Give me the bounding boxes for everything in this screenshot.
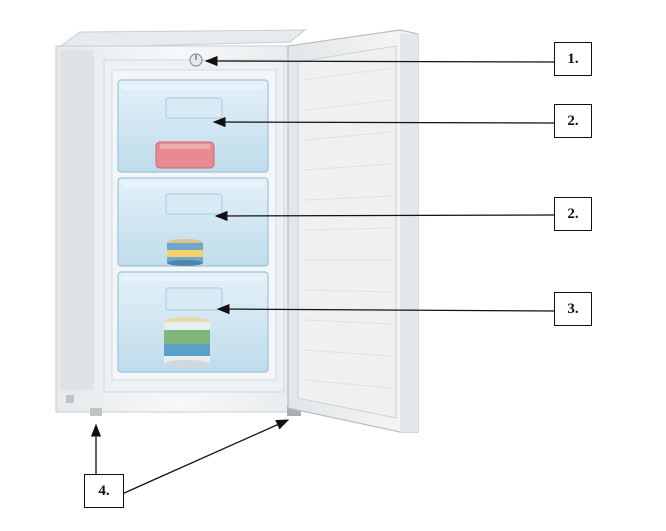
leader-1 (204, 55, 555, 67)
ice-cream-tub-small (167, 239, 203, 266)
drawer-top (117, 79, 269, 173)
leader-4b (121, 419, 290, 495)
leader-2b (214, 210, 555, 222)
callout-3: 3. (554, 292, 592, 326)
feet (66, 395, 301, 416)
drawer-bottom (117, 271, 269, 373)
open-door (287, 29, 419, 433)
ice-pack-brick (155, 141, 215, 169)
callout-1: 1. (554, 42, 592, 76)
callout-4: 4. (84, 474, 124, 508)
callout-2-top: 2. (554, 104, 592, 138)
leader-lines (90, 55, 555, 495)
ice-cream-tub-large (164, 317, 210, 368)
drawer-middle (117, 177, 269, 267)
leader-3 (216, 303, 555, 315)
callout-2-middle: 2. (554, 197, 592, 231)
leader-2a (212, 116, 555, 128)
thermostat-knob (189, 53, 203, 67)
